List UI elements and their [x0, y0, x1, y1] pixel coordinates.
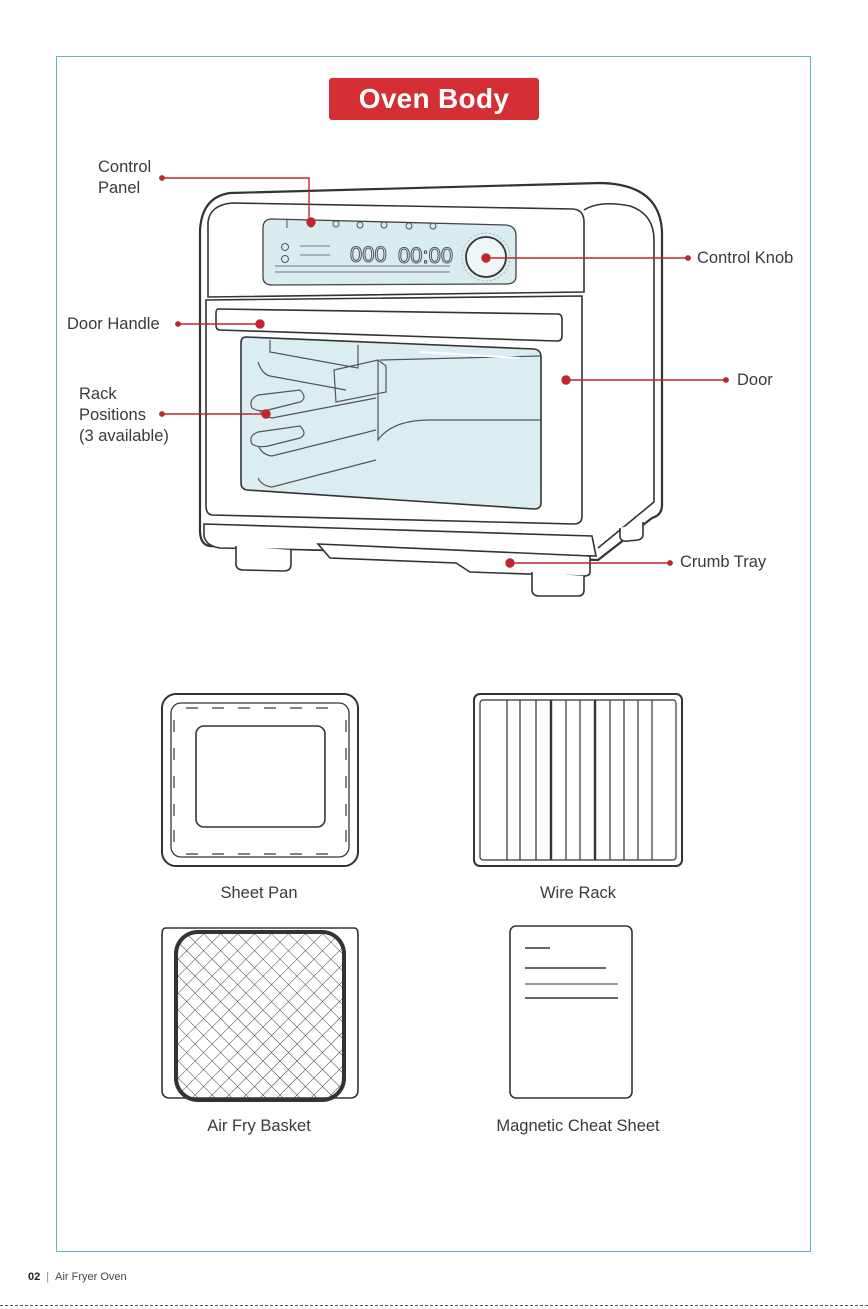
page-footer: 02|Air Fryer Oven [28, 1271, 127, 1283]
sheet-pan [162, 694, 358, 866]
label-control-panel: Control Panel [98, 157, 151, 199]
display-left: 000 [350, 242, 387, 267]
caption-air-fry-basket: Air Fry Basket [129, 1117, 389, 1136]
caption-cheat-sheet: Magnetic Cheat Sheet [448, 1117, 708, 1136]
label-door-handle: Door Handle [67, 314, 160, 335]
label-crumb-tray: Crumb Tray [680, 552, 766, 573]
label-rack-positions: Rack Positions (3 available) [79, 384, 169, 447]
label-door: Door [737, 370, 773, 391]
label-control-knob: Control Knob [697, 248, 793, 269]
footer-text: Air Fryer Oven [55, 1271, 127, 1283]
caption-sheet-pan: Sheet Pan [129, 884, 389, 903]
wire-rack [474, 694, 682, 866]
page-number: 02 [28, 1271, 40, 1283]
cheat-sheet [510, 926, 632, 1098]
display-right: 00:00 [398, 243, 453, 268]
cut-line [0, 1305, 868, 1306]
air-fry-basket [162, 928, 358, 1100]
caption-wire-rack: Wire Rack [448, 884, 708, 903]
